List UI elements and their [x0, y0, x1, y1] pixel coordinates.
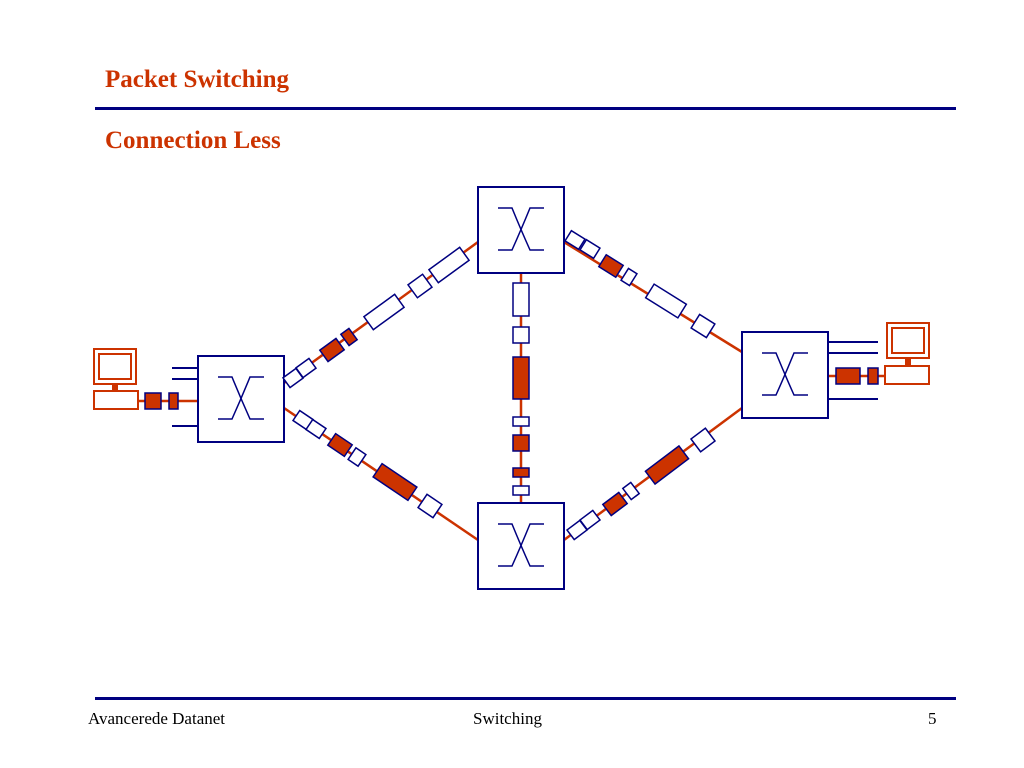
packet	[644, 283, 688, 319]
packet	[597, 253, 625, 279]
packet	[406, 273, 434, 299]
footer-rule	[95, 697, 956, 700]
port-lines	[172, 341, 878, 427]
packet	[339, 327, 359, 347]
packet	[512, 326, 530, 344]
packet	[620, 267, 638, 287]
switch-bottom	[477, 502, 565, 590]
packet	[144, 392, 162, 410]
packet	[318, 337, 346, 363]
packet	[835, 367, 861, 385]
packet	[326, 432, 354, 458]
packet	[621, 481, 641, 501]
crossbar-switch-icon	[762, 352, 808, 396]
packet	[689, 427, 717, 453]
packet	[512, 282, 530, 317]
packet	[512, 485, 530, 496]
switch-left	[197, 355, 285, 443]
packet	[294, 357, 318, 379]
crossbar-switch-icon	[498, 207, 544, 251]
host-right	[884, 322, 930, 385]
packet	[512, 467, 530, 478]
packet	[372, 462, 418, 502]
page-number: 5	[928, 709, 937, 728]
switch-right	[741, 331, 829, 419]
packet	[304, 418, 328, 440]
computer-icon	[93, 348, 139, 410]
slide-subtitle: Connection Less	[105, 127, 281, 154]
crossbar-switch-icon	[218, 376, 264, 420]
packet	[512, 434, 530, 452]
packet	[512, 356, 530, 400]
packet	[417, 493, 443, 519]
slide-title: Packet Switching	[105, 66, 290, 93]
computer-icon	[884, 322, 930, 385]
packet	[512, 416, 530, 427]
packet	[578, 509, 602, 531]
title-rule	[95, 107, 956, 110]
packet	[362, 293, 406, 331]
packet	[347, 446, 367, 468]
packet	[690, 313, 716, 339]
footer-topic: Switching	[473, 709, 542, 728]
packet	[564, 229, 586, 251]
footer-course: Avancerede Datanet	[88, 709, 226, 728]
packet	[644, 444, 690, 486]
host-left	[93, 348, 139, 410]
packet	[601, 491, 629, 517]
crossbar-switch-icon	[498, 523, 544, 567]
packet	[867, 367, 879, 385]
switch-top	[477, 186, 565, 274]
packet	[168, 392, 179, 410]
packets	[144, 229, 879, 541]
packet	[579, 238, 601, 260]
packet	[427, 246, 471, 284]
